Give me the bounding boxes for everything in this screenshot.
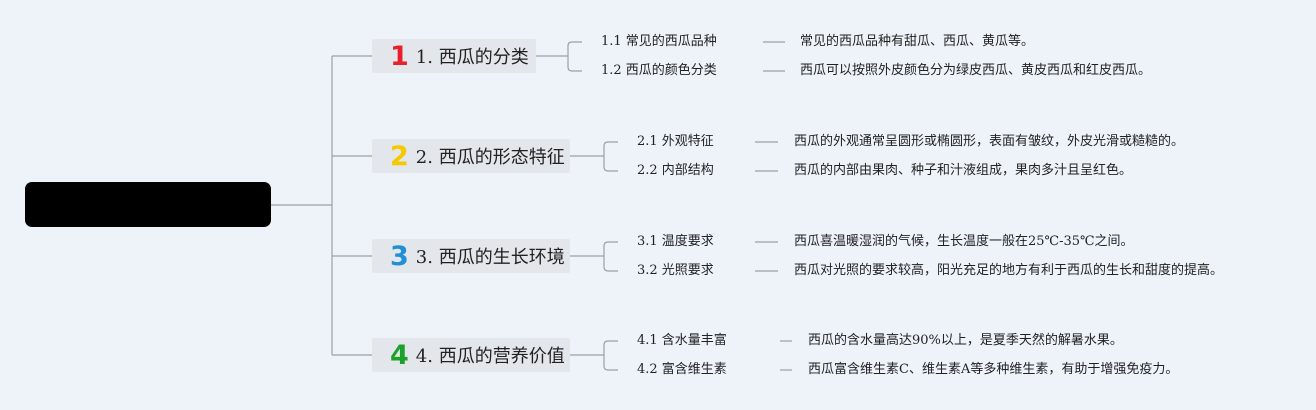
topic-label: 2. 西瓜的形态特征 <box>415 147 565 168</box>
number-1-icon: 1 <box>390 40 409 72</box>
topic-node-1[interactable]: 1 1. 西瓜的分类 <box>372 39 536 73</box>
subtopic-1-1[interactable]: 1.1 常见的西瓜品种 <box>601 34 717 49</box>
bracket-4 <box>603 340 618 371</box>
subtopic-1-2[interactable]: 1.2 西瓜的颜色分类 <box>601 63 717 78</box>
root-node[interactable] <box>25 182 271 227</box>
subtopic-4-2[interactable]: 4.2 富含维生素 <box>637 362 727 377</box>
detail-text-4-1[interactable]: 西瓜的含水量高达90%以上，是夏季天然的解暑水果。 <box>808 333 1123 348</box>
bracket-3 <box>603 241 618 272</box>
detail-text-2-1[interactable]: 西瓜的外观通常呈圆形或椭圆形，表面有皱纹，外皮光滑或糙糙的。 <box>794 134 1185 149</box>
topic-label: 4. 西瓜的营养价值 <box>415 346 565 367</box>
number-4-icon: 4 <box>390 339 409 371</box>
subtopic-2-1[interactable]: 2.1 外观特征 <box>637 134 714 149</box>
detail-text-2-2[interactable]: 西瓜的内部由果肉、种子和汁液组成，果肉多汁且呈红色。 <box>794 163 1133 178</box>
topic-label: 1. 西瓜的分类 <box>415 47 529 68</box>
subtopic-2-2[interactable]: 2.2 内部结构 <box>637 163 714 178</box>
detail-text-3-1[interactable]: 西瓜喜温暖湿润的气候，生长温度一般在25℃-35℃之间。 <box>794 234 1134 249</box>
subtopic-4-1[interactable]: 4.1 含水量丰富 <box>637 333 727 348</box>
subtopic-3-2[interactable]: 3.2 光照要求 <box>637 263 714 278</box>
detail-text-1-2[interactable]: 西瓜可以按照外皮颜色分为绿皮西瓜、黄皮西瓜和红皮西瓜。 <box>800 63 1152 78</box>
topic-label: 3. 西瓜的生长环境 <box>415 247 565 268</box>
bracket-1 <box>567 41 582 72</box>
topic-node-3[interactable]: 3 3. 西瓜的生长环境 <box>372 239 570 273</box>
bracket-2 <box>603 141 618 172</box>
detail-text-4-2[interactable]: 西瓜富含维生素C、维生素A等多种维生素，有助于增强免疫力。 <box>808 362 1179 377</box>
topic-node-4[interactable]: 4 4. 西瓜的营养价值 <box>372 338 570 372</box>
detail-text-1-1[interactable]: 常见的西瓜品种有甜瓜、西瓜、黄瓜等。 <box>800 34 1035 49</box>
subtopic-3-1[interactable]: 3.1 温度要求 <box>637 234 714 249</box>
number-3-icon: 3 <box>390 240 409 272</box>
topic-node-2[interactable]: 2 2. 西瓜的形态特征 <box>372 139 570 173</box>
number-2-icon: 2 <box>390 140 409 172</box>
detail-text-3-2[interactable]: 西瓜对光照的要求较高，阳光充足的地方有利于西瓜的生长和甜度的提高。 <box>794 263 1224 278</box>
